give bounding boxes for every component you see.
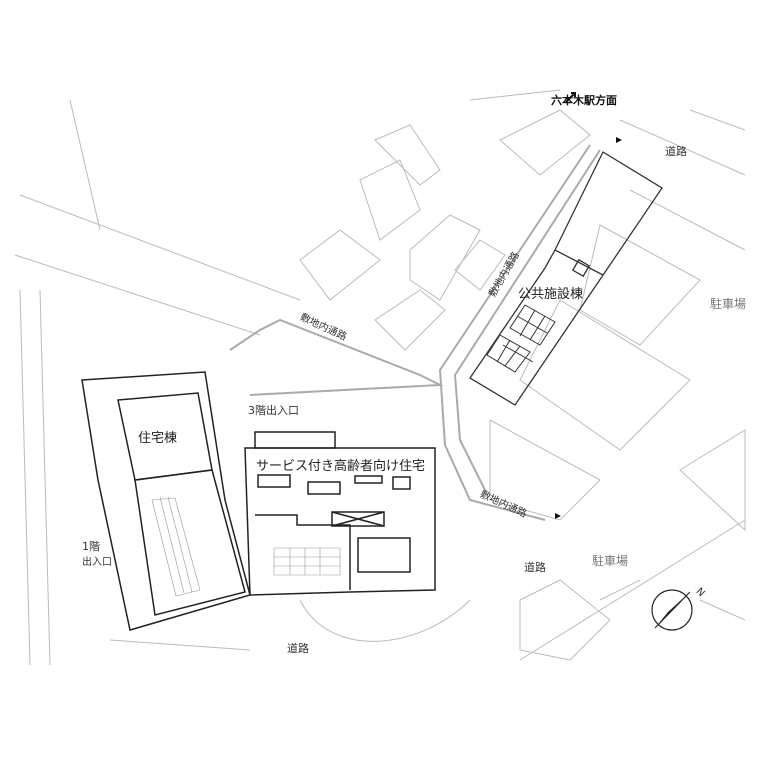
internal-paths [229, 144, 601, 521]
residential-grid [151, 496, 201, 597]
public-facility-grid [486, 304, 556, 373]
road-label: 道路 [524, 561, 546, 574]
direction-label: 六本木駅方面 [551, 94, 617, 107]
surrounding-blocks [14, 89, 746, 666]
north-compass [651, 589, 693, 631]
parking-label: 駐車場 [710, 297, 747, 311]
direction-arrow-icon [565, 92, 576, 103]
senior-housing-label: サービス付き高齢者向け住宅 [256, 459, 426, 474]
road-label: 道路 [665, 145, 687, 158]
senior-housing-building [244, 431, 436, 596]
entrance-3f-label: 3階出入口 [248, 404, 299, 417]
road-label: 道路 [287, 642, 309, 655]
residential-building-label: 住宅棟 [138, 431, 178, 446]
senior-housing-grid [273, 547, 341, 576]
parking-label: 駐車場 [592, 554, 629, 568]
public-building-label: 公共施設棟 [518, 287, 584, 302]
entrance-1f-label: 出入口 [82, 557, 112, 568]
entrance-1f-floor: 1階 [82, 540, 100, 553]
residential-building [81, 371, 251, 631]
entrance-markers [555, 137, 622, 519]
public-facility-building [469, 151, 663, 406]
